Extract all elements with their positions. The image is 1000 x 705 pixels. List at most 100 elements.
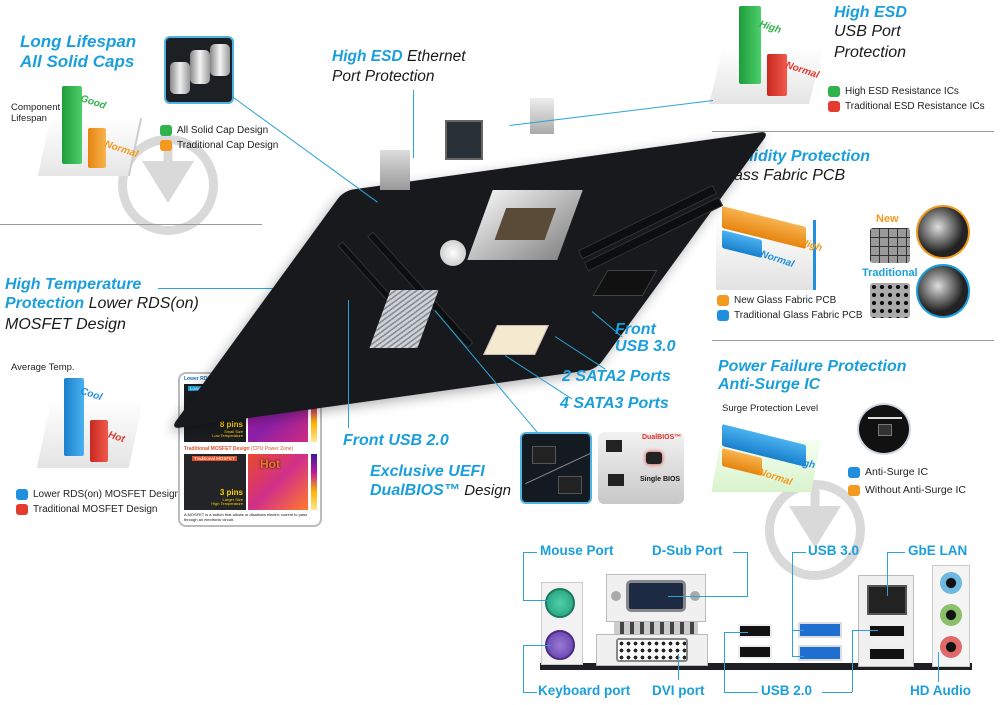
label-mouse-port: Mouse Port — [540, 543, 614, 558]
axis-label: Average Temp. — [11, 362, 75, 373]
callout-sata2: 2 SATA2 Ports — [562, 368, 671, 385]
thermal-scale — [311, 384, 317, 442]
feature-dualbios: Exclusive UEFI DualBIOS™ Design — [370, 463, 511, 500]
usb2-port[interactable] — [738, 645, 772, 659]
feature-title: Humidity Protection Glass Fabric PCB — [718, 148, 871, 185]
solid-caps-photo — [164, 36, 234, 104]
leader-line — [792, 656, 804, 657]
leader-line — [938, 652, 939, 682]
legend-item: New Glass Fabric PCB — [717, 293, 863, 308]
legend-swatch — [848, 484, 860, 496]
leader-line — [348, 300, 349, 428]
chart-legend: New Glass Fabric PCB Traditional Glass F… — [717, 293, 863, 323]
leader-line — [852, 630, 853, 692]
label-hd-audio: HD Audio — [910, 683, 971, 698]
watermark-download-icon — [118, 135, 218, 235]
leader-line — [733, 552, 747, 553]
leader-line — [747, 552, 748, 596]
feature-title: High ESD USB Port Protection — [834, 4, 907, 62]
leader-line — [792, 630, 804, 631]
dualbios-chip-photo — [520, 432, 592, 504]
thermal-bottom-header: Traditional MOSFET Design (CPU Power Zon… — [184, 446, 294, 452]
sample-new-label: New — [876, 213, 899, 225]
leader-line — [668, 596, 748, 597]
legend-swatch — [828, 86, 840, 97]
thermal-footnote: A MOSFET is a switch that allows or disa… — [184, 512, 308, 522]
leader-line — [852, 630, 878, 631]
callout-sata3: 4 SATA3 Ports — [560, 395, 669, 412]
usb2-port[interactable] — [868, 647, 906, 661]
label-gbe-lan: GbE LAN — [908, 543, 968, 558]
leader-line — [523, 600, 551, 601]
anti-surge-ic-photo — [857, 403, 911, 455]
feature-title: Power Failure Protection Anti-Surge IC — [718, 358, 907, 394]
feature-title: Long Lifespan All Solid Caps — [20, 32, 137, 71]
leader-line — [523, 645, 524, 692]
leader-line — [724, 632, 725, 692]
legend-swatch — [717, 310, 729, 321]
vga-riser — [614, 622, 698, 634]
io-lan-stack — [380, 150, 410, 190]
leader-line — [724, 632, 748, 633]
audio-line-out-jack[interactable] — [940, 604, 962, 626]
label-keyboard-port: Keyboard port — [538, 683, 631, 698]
feature-title: High Temperature Protection Lower RDS(on… — [5, 276, 199, 334]
leader-line — [822, 692, 852, 693]
legend-item: Traditional MOSFET Design — [16, 502, 180, 517]
section-divider — [712, 340, 994, 341]
sample-traditional-label: Traditional — [862, 267, 918, 279]
label-usb3: USB 3.0 — [808, 543, 860, 558]
usb2-port[interactable] — [868, 624, 906, 638]
section-divider — [712, 131, 994, 132]
fabric-traditional-sample — [870, 283, 910, 318]
dualbios-diagram: DualBIOS™ Single BIOS — [598, 432, 684, 504]
leader-line — [413, 90, 414, 158]
legend-item: Traditional ESD Resistance ICs — [828, 99, 985, 114]
chart-legend: All Solid Cap Design Traditional Cap Des… — [160, 123, 278, 153]
bar-high-label: High — [757, 18, 783, 37]
legend-item: Traditional Cap Design — [160, 138, 278, 153]
leader-line — [158, 288, 328, 289]
io-shield-base — [540, 663, 972, 670]
legend-swatch — [848, 466, 860, 478]
callout-front-usb2: Front USB 2.0 — [343, 432, 449, 449]
legend-item: Lower RDS(on) MOSFET Design — [16, 487, 180, 502]
leader-line — [887, 552, 905, 553]
usb3-port[interactable] — [798, 645, 842, 661]
io-audio — [530, 98, 554, 134]
leader-line — [523, 645, 551, 646]
thermal-scale — [311, 454, 317, 510]
legend-swatch — [160, 140, 172, 151]
usb3-port[interactable] — [798, 622, 842, 638]
cmos-battery — [440, 240, 466, 266]
motherboard-image — [170, 90, 770, 430]
legend-swatch — [717, 295, 729, 306]
bar-hot — [90, 420, 108, 462]
chart-legend: Anti-Surge IC Without Anti-Surge IC — [848, 463, 966, 499]
legend-item: Without Anti-Surge IC — [848, 481, 966, 499]
leader-line — [887, 552, 888, 596]
bar-good — [62, 86, 82, 164]
leader-line — [678, 654, 679, 680]
axis-label: Surge Protection Level — [722, 403, 819, 414]
chart-legend: High ESD Resistance ICs Traditional ESD … — [828, 84, 985, 114]
leader-line — [724, 692, 758, 693]
ps2-mouse-port[interactable] — [545, 588, 575, 618]
bar-good-label: Good — [78, 93, 108, 112]
leader-line — [523, 552, 524, 600]
leader-line — [792, 552, 793, 656]
audio-mic-jack[interactable] — [940, 636, 962, 658]
vga-screw — [611, 591, 621, 601]
legend-item: All Solid Cap Design — [160, 123, 278, 138]
thermal-hot-map: Hot — [248, 454, 308, 510]
usb2-port[interactable] — [738, 624, 772, 638]
dvi-port[interactable] — [616, 638, 688, 662]
bar-normal — [88, 128, 106, 168]
axis-label: Component Lifespan — [11, 102, 61, 125]
callout-front-usb3: Front USB 3.0 — [615, 321, 676, 355]
fabric-new-sample — [870, 228, 910, 263]
watermark-download-icon — [765, 480, 865, 580]
io-vga — [445, 120, 483, 160]
audio-line-in-jack[interactable] — [940, 572, 962, 594]
